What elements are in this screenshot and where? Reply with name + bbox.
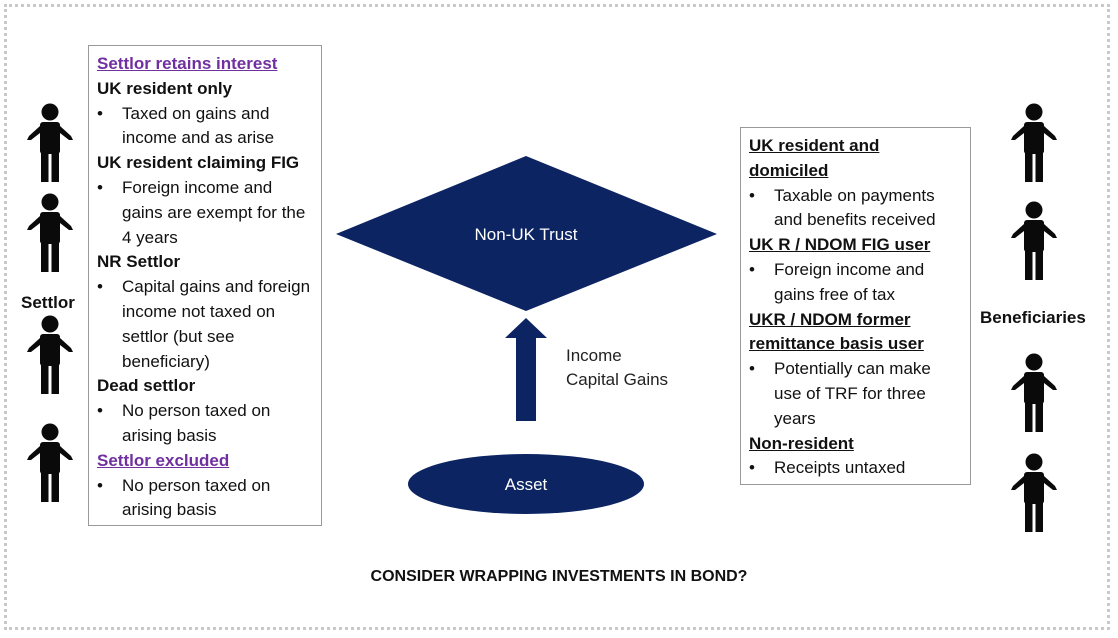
footer-question: CONSIDER WRAPPING INVESTMENTS IN BOND? [370,568,748,585]
section-bullet: Receipts untaxed [749,456,962,481]
section-heading: UK resident and domiciled [749,136,880,180]
section-heading: UK R / NDOM FIG user [749,235,931,255]
section-bullet: Taxable on payments and benefits receive… [749,184,962,234]
section-bullet: Capital gains and foreign income not tax… [97,275,313,374]
beneficiaries-label: Beneficiaries [980,308,1086,327]
section-bullet: Foreign income and gains are exempt for … [97,176,313,250]
diagram-frame [4,4,1110,630]
flow-label-income: Income [566,346,622,365]
beneficiary-person-icon [1006,352,1062,432]
section-heading: UKR / NDOM former remittance basis user [749,309,924,354]
settlor-person-icon [22,102,78,182]
settlor-section: UK resident claiming FIG Foreign income … [97,151,313,250]
section-heading: NR Settlor [97,252,181,272]
settlor-label: Settlor [21,293,75,312]
beneficiary-section: UK resident and domiciled Taxable on pay… [749,134,962,233]
section-heading: UK resident claiming FIG [97,153,300,173]
settlor-section: Dead settlor No person taxed on arising … [97,374,313,448]
beneficiary-section: Non-resident Receipts untaxed [749,432,962,482]
section-heading: Settlor excluded [97,450,230,470]
beneficiary-section: UK R / NDOM FIG user Foreign income and … [749,233,962,307]
settlor-section: NR Settlor Capital gains and foreign inc… [97,250,313,374]
section-heading: Settlor retains interest [97,54,278,73]
settlor-person-icon [22,314,78,394]
section-bullet: Taxed on gains and income and as arise [97,102,313,152]
section-bullet: Potentially can make use of TRF for thre… [749,357,962,431]
settlor-tax-box: Settlor retains interest UK resident onl… [88,45,322,526]
settlor-person-icon [22,422,78,502]
section-bullet: No person taxed on arising basis [97,399,313,449]
beneficiary-section: UKR / NDOM former remittance basis user … [749,308,962,432]
settlor-section: Settlor retains interest [97,52,313,77]
section-heading: UK resident only [97,78,233,98]
settlor-section: Settlor excluded No person taxed on aris… [97,449,313,523]
beneficiary-person-icon [1006,102,1062,182]
section-heading: Non-resident [749,433,854,453]
section-heading: Dead settlor [97,376,196,396]
settlor-section: UK resident only Taxed on gains and inco… [97,77,313,151]
beneficiary-tax-box: UK resident and domiciled Taxable on pay… [740,127,971,485]
flow-label-capital-gains: Capital Gains [566,370,669,389]
beneficiary-person-icon [1006,200,1062,280]
section-bullet: Foreign income and gains free of tax [749,258,962,308]
settlor-person-icon [22,192,78,272]
beneficiary-person-icon [1006,452,1062,532]
section-bullet: No person taxed on arising basis [97,474,313,524]
